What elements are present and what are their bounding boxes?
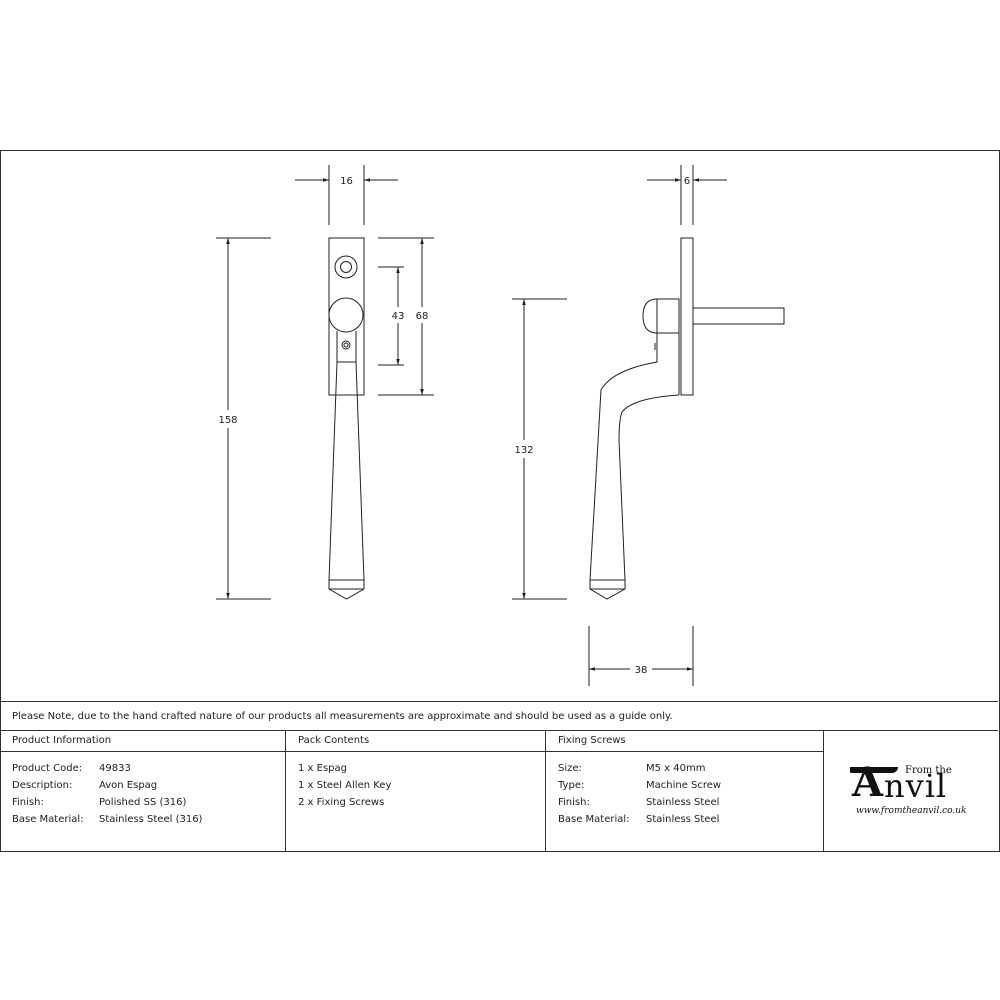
fixing-screws-panel: Fixing Screws Size: M5 x 40mm Type: Machin… xyxy=(546,731,824,851)
screw-value: Stainless Steel xyxy=(646,814,720,825)
info-label: Base Material: xyxy=(12,814,84,825)
info-value: 49833 xyxy=(99,763,131,774)
pack-contents-title: Pack Contents xyxy=(286,731,545,752)
pack-contents-panel: Pack Contents 1 x Espag 1 x Steel Allen … xyxy=(286,731,546,851)
info-value: Stainless Steel (316) xyxy=(99,814,203,825)
info-row: Base Material: Stainless Steel (316) xyxy=(12,811,273,828)
info-row: Finish: Polished SS (316) xyxy=(12,794,273,811)
logo-name: nvil xyxy=(884,767,948,805)
dim-front-height: 158 xyxy=(218,415,237,426)
logo-url: www.fromtheanvil.co.uk xyxy=(856,806,967,816)
screw-value: M5 x 40mm xyxy=(646,763,706,774)
dim-backplate-height: 68 xyxy=(416,311,429,322)
info-value: Polished SS (316) xyxy=(99,797,187,808)
from-the-anvil-logo: A From the nvil www.fromtheanvil.co.uk xyxy=(850,763,980,823)
screw-row: Finish: Stainless Steel xyxy=(558,794,811,811)
product-information-title: Product Information xyxy=(0,731,285,752)
screw-value: Stainless Steel xyxy=(646,797,720,808)
logo-letter-a: A xyxy=(852,759,884,806)
logo-from-the: From the xyxy=(905,765,952,776)
screw-row: Base Material: Stainless Steel xyxy=(558,811,811,828)
info-label: Description: xyxy=(12,780,73,791)
dim-side-depth: 6 xyxy=(684,176,690,187)
screw-label: Type: xyxy=(558,780,585,791)
dim-front-width: 16 xyxy=(340,176,353,187)
screw-row: Type: Machine Screw xyxy=(558,777,811,794)
pack-item: 1 x Steel Allen Key xyxy=(298,780,392,791)
screw-label: Finish: xyxy=(558,797,590,808)
pack-item: 2 x Fixing Screws xyxy=(298,797,385,808)
info-label: Finish: xyxy=(12,797,44,808)
info-row: Product Code: 49833 xyxy=(12,760,273,777)
info-row: Description: Avon Espag xyxy=(12,777,273,794)
anvil-icon xyxy=(850,767,898,773)
screw-row: Size: M5 x 40mm xyxy=(558,760,811,777)
screw-label: Size: xyxy=(558,763,582,774)
dim-projection: 38 xyxy=(635,665,648,676)
front-view xyxy=(216,165,434,600)
technical-drawing: 16 158 68 43 6 132 38 xyxy=(216,165,785,686)
measurement-note: Please Note, due to the hand crafted nat… xyxy=(0,701,998,731)
product-information-panel: Product Information Product Code: 49833 D… xyxy=(0,731,286,851)
dim-hole-spacing: 43 xyxy=(392,311,405,322)
pack-item: 1 x Espag xyxy=(298,763,347,774)
dim-side-height: 132 xyxy=(514,445,533,456)
screw-label: Base Material: xyxy=(558,814,630,825)
fixing-screws-title: Fixing Screws xyxy=(546,731,823,752)
screw-value: Machine Screw xyxy=(646,780,722,791)
info-value: Avon Espag xyxy=(99,780,158,791)
side-view xyxy=(512,165,785,686)
info-label: Product Code: xyxy=(12,763,83,774)
